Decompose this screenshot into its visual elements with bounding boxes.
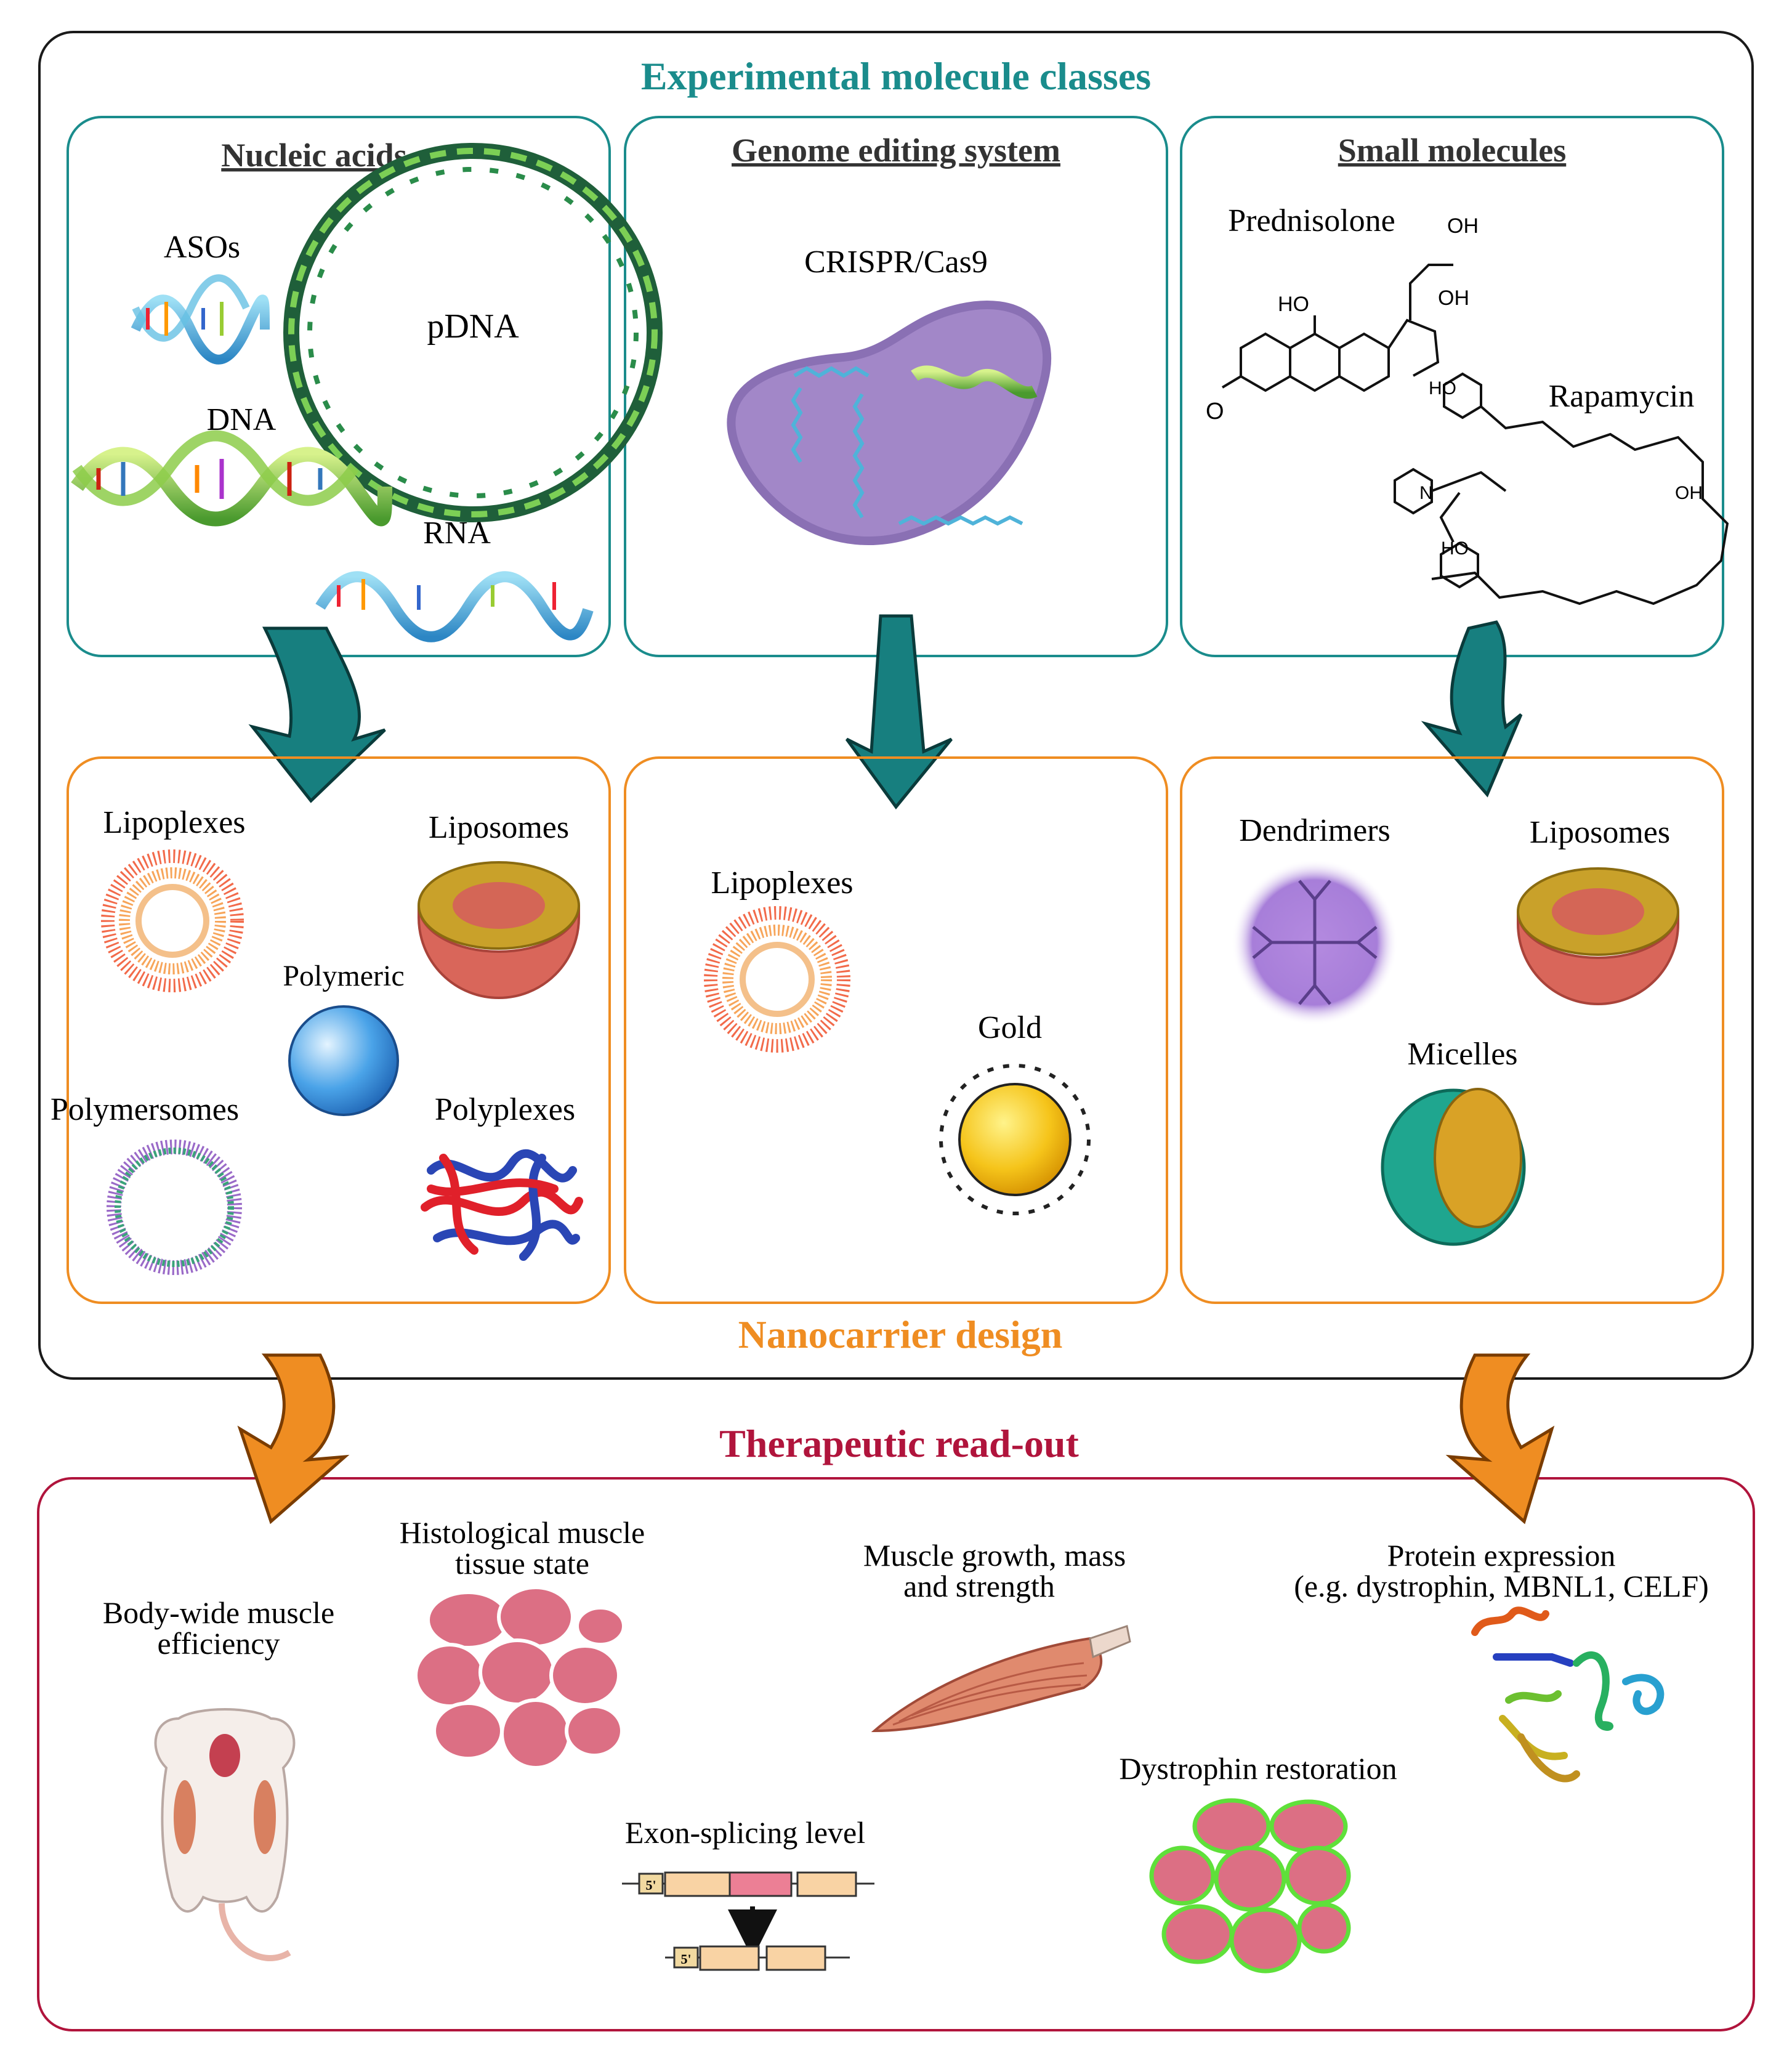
dystrophin-restoration-label: Dystrophin restoration [1119,1751,1397,1786]
arrow-genome-down [845,614,953,810]
genome-title: Genome editing system [732,132,1060,169]
panel-nucleic-acids [67,116,611,657]
liposomes-left-label: Liposomes [429,810,569,845]
histological-line2: tissue state [455,1546,589,1581]
body-wide-line1: Body-wide muscle [103,1595,334,1630]
liposome-left-icon [418,861,580,999]
muscle-tissue-icon [414,1585,626,1770]
nanocarrier-title: Nanocarrier design [738,1313,1063,1356]
polymersomes-label: Polymersomes [50,1092,239,1127]
protein-line1: Protein expression [1387,1538,1616,1573]
growth-line2: and strength [903,1569,1055,1603]
muscle-fiber-icon [871,1625,1131,1733]
pdna-ring-pattern [288,148,658,517]
polymeric-nanoparticle-icon [288,1005,399,1116]
therapeutic-title: Therapeutic read-out [719,1422,1079,1465]
oh-top: OH [1447,214,1479,238]
ho-11: HO [1278,293,1309,316]
arrow-small-down [1421,620,1523,798]
prednisolone-label: Prednisolone [1228,203,1395,238]
mouse-icon [154,1708,296,1961]
therapeutic-frame [37,1477,1755,2031]
outer-frame [38,31,1754,1380]
exon-diagram-before [622,1871,874,1897]
teal-arrows [248,614,1523,810]
lipoplexes-left-label: Lipoplexes [103,805,245,840]
five-prime-label-1: 5' [645,1877,656,1893]
panel-nano-left [67,756,611,1304]
histological-line1: Histological muscle [400,1515,645,1550]
small-title: Small molecules [1338,132,1566,169]
oh-17: OH [1438,286,1469,310]
ketone-o: O [1206,399,1224,424]
liposome-right-icon [1517,867,1679,1005]
arrow-readout-right [1445,1353,1555,1525]
body-wide-line2: efficiency [158,1626,280,1661]
panel-small-molecules [1180,116,1724,657]
guide-rna [791,366,1023,526]
crispr-label: CRISPR/Cas9 [804,245,988,280]
rna-label: RNA [423,516,491,551]
panel-nano-right [1180,756,1724,1304]
asos-helix [131,274,270,365]
dystrophin-tissue-icon [1149,1798,1351,1974]
dendrimers-label: Dendrimers [1239,813,1390,848]
polymersome-icon [107,1140,242,1275]
rapamycin-n: N [1419,483,1433,503]
polyplexes-label: Polyplexes [435,1092,575,1127]
exon-splicing-label: Exon-splicing level [625,1815,865,1850]
polymeric-label: Polymeric [283,960,404,992]
target-dna [911,365,1038,399]
asos-label: ASOs [164,230,240,265]
gold-label: Gold [978,1010,1042,1045]
five-prime-label-2: 5' [680,1951,691,1967]
nucleic-title: Nucleic acids [221,137,406,174]
orange-arrows [237,1353,1555,1525]
rapamycin-ho2: HO [1441,538,1469,559]
gold-nanoparticle-icon [939,1064,1091,1215]
protein-ribbon-icon [1471,1606,1665,1783]
prednisolone-structure [1221,264,1453,392]
lipoplex-left-icon [101,849,244,992]
rapamycin-oh: OH [1675,483,1703,503]
exon-diagram-after [665,1945,850,1971]
rapamycin-ho: HO [1429,378,1456,399]
micelles-label: Micelles [1407,1037,1517,1072]
rapamycin-structure [1394,372,1729,605]
pdna-ring-inner [307,167,639,498]
dendrimer-icon [1232,859,1398,1026]
micelle-icon [1381,1088,1526,1246]
pdna-label: pDNA [427,307,519,346]
panel-nano-middle [624,756,1168,1304]
arrow-nucleic-down [248,626,386,803]
liposomes-right-label: Liposomes [1530,815,1670,850]
polyplex-icon [421,1149,583,1261]
main-title: Experimental molecule classes [641,54,1151,98]
protein-line2: (e.g. dystrophin, MBNL1, CELF) [1294,1569,1709,1603]
dna-helix [71,430,392,527]
rna-helix [315,571,594,642]
lipoplexes-middle-label: Lipoplexes [711,865,853,901]
lipoplex-middle-icon [704,906,850,1053]
cas9-protein [727,301,1052,546]
growth-line1: Muscle growth, mass [863,1538,1126,1573]
rapamycin-label: Rapamycin [1549,379,1695,414]
arrow-readout-left [237,1353,350,1525]
